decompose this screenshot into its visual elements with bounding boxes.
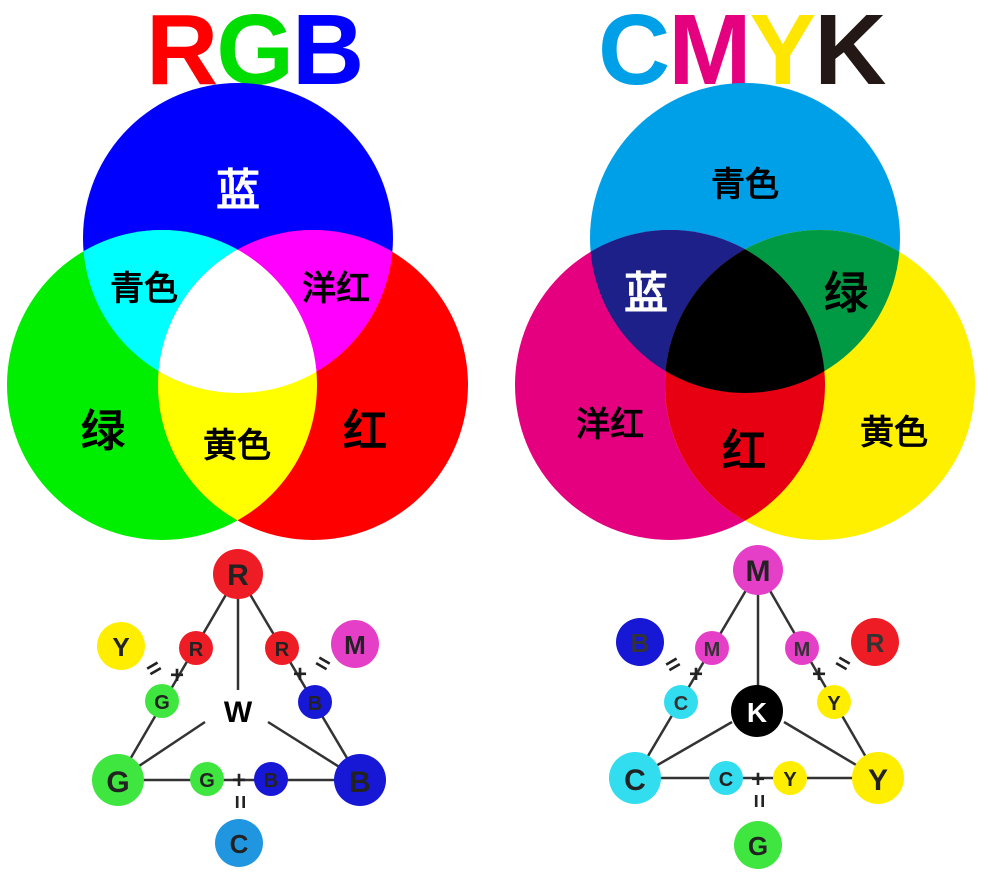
rgb-triangle-nodes: R G B W R G Y = + R B M = + G B + = C xyxy=(92,549,386,867)
cmyk-label-blue: 蓝 xyxy=(624,268,668,319)
cmyk-label-yellow: 黄色 xyxy=(860,413,928,453)
rgb-mix-bottom-result xyxy=(215,819,263,867)
rgb-title: RGB xyxy=(146,0,364,100)
rgb-node-top xyxy=(213,549,263,599)
cmyk-mix-left-plus: + xyxy=(689,661,703,688)
cmyk-mix-bottom-a xyxy=(709,761,743,795)
rgb-mix-left-b-label: G xyxy=(154,692,170,714)
rgb-node-left-label: G xyxy=(106,766,129,799)
cmyk-triangle-nodes: M C Y K M C B = + M Y R = + C Y + = G xyxy=(609,545,904,869)
cmyk-node-right xyxy=(852,752,904,804)
rgb-mix-bottom-equals: = xyxy=(226,795,253,809)
rgb-mix-left-a-label: R xyxy=(189,639,204,661)
rgb-mix-right-b-label: B xyxy=(308,693,322,715)
cmyk-mix-bottom-plus: + xyxy=(751,766,765,793)
cmyk-triangle xyxy=(633,569,880,780)
rgb-mix-right-equals: = xyxy=(310,649,336,679)
cmyk-mix-left-b xyxy=(664,685,698,719)
cmyk-venn: 青色 洋红 黄色 蓝 绿 红 xyxy=(515,83,975,540)
rgb-label-red: 红 xyxy=(343,406,387,457)
cmyk-mix-bottom-b-label: Y xyxy=(783,769,797,791)
rgb-label-magenta: 洋红 xyxy=(302,269,370,309)
cmyk-mix-left-result-label: B xyxy=(631,628,650,658)
cmyk-mix-left-a-label: M xyxy=(704,639,721,661)
cmyk-mix-bottom-a-label: C xyxy=(719,769,733,791)
cmyk-mix-bottom-b xyxy=(773,761,807,795)
cmyk-mix-right-b-label: Y xyxy=(827,693,841,715)
cmyk-node-center xyxy=(731,685,783,737)
rgb-triangle xyxy=(116,573,362,782)
cmyk-mix-left-b-label: C xyxy=(674,693,688,715)
cmyk-title-letter-k: K xyxy=(814,0,886,106)
rgb-node-top-label: R xyxy=(227,559,249,592)
rgb-label-blue: 蓝 xyxy=(216,165,260,216)
rgb-node-right xyxy=(334,754,386,806)
cmyk-mix-right-equals: = xyxy=(830,649,856,679)
cmyk-node-left-label: C xyxy=(624,764,646,797)
rgb-mix-left-b xyxy=(145,684,179,718)
rgb-mix-bottom-result-label: C xyxy=(230,829,249,859)
cmyk-title-letter-c: C xyxy=(598,0,670,106)
rgb-mix-right-a xyxy=(265,631,299,665)
rgb-node-center-label: W xyxy=(224,696,253,729)
rgb-label-green: 绿 xyxy=(81,406,126,457)
rgb-mix-left-a xyxy=(179,631,213,665)
cmyk-mix-bottom-result-label: G xyxy=(748,831,768,861)
rgb-node-left xyxy=(92,754,144,806)
cmyk-mix-right-result xyxy=(851,618,899,666)
rgb-node-right-label: B xyxy=(349,766,371,799)
rgb-mix-bottom-b xyxy=(254,762,288,796)
cmyk-mix-right-plus: + xyxy=(812,661,826,688)
rgb-mix-right-a-label: R xyxy=(275,639,290,661)
cmyk-node-center-label: K xyxy=(747,697,767,728)
cmyk-node-top xyxy=(733,545,783,595)
cmyk-label-magenta: 洋红 xyxy=(576,405,644,445)
rgb-label-cyan: 青色 xyxy=(110,269,178,309)
rgb-mix-bottom-b-label: B xyxy=(264,770,278,792)
cmyk-label-red: 红 xyxy=(722,426,766,477)
cmyk-node-left xyxy=(609,752,661,804)
rgb-title-letter-b: B xyxy=(292,0,364,106)
cmyk-title: CMYK xyxy=(598,0,886,100)
cmyk-node-top-label: M xyxy=(746,555,771,588)
rgb-mix-left-equals: = xyxy=(141,654,167,684)
cmyk-mix-right-a-label: M xyxy=(794,639,811,661)
cmyk-mix-right-a xyxy=(785,631,819,665)
cmyk-label-cyan: 青色 xyxy=(711,165,779,205)
cmyk-title-letter-y: Y xyxy=(749,0,817,106)
cmyk-mix-left-equals: = xyxy=(660,650,686,680)
cmyk-mix-bottom-equals: = xyxy=(745,794,772,808)
cmyk-label-green: 绿 xyxy=(824,268,869,319)
rgb-mix-left-plus: + xyxy=(170,662,184,689)
rgb-mix-bottom-a-label: G xyxy=(199,770,215,792)
rgb-mix-right-result xyxy=(331,620,379,668)
rgb-mix-left-result-label: Y xyxy=(112,632,129,662)
rgb-mix-right-b xyxy=(298,685,332,719)
cmyk-mix-right-result-label: R xyxy=(866,628,885,658)
rgb-mix-bottom-plus: + xyxy=(232,767,246,794)
rgb-mix-right-result-label: M xyxy=(344,630,366,660)
rgb-title-letter-r: R xyxy=(146,0,218,106)
rgb-venn: 蓝 绿 红 青色 洋红 黄色 xyxy=(7,83,468,540)
cmyk-mix-bottom-result xyxy=(734,821,782,869)
cmyk-mix-left-result xyxy=(616,618,664,666)
rgb-mix-left-result xyxy=(97,622,145,670)
cmyk-mix-left-a xyxy=(695,631,729,665)
cmyk-mix-right-b xyxy=(817,685,851,719)
cmyk-node-right-label: Y xyxy=(868,764,888,797)
rgb-label-yellow: 黄色 xyxy=(203,426,271,466)
rgb-mix-right-plus: + xyxy=(293,661,307,688)
rgb-mix-bottom-a xyxy=(190,762,224,796)
